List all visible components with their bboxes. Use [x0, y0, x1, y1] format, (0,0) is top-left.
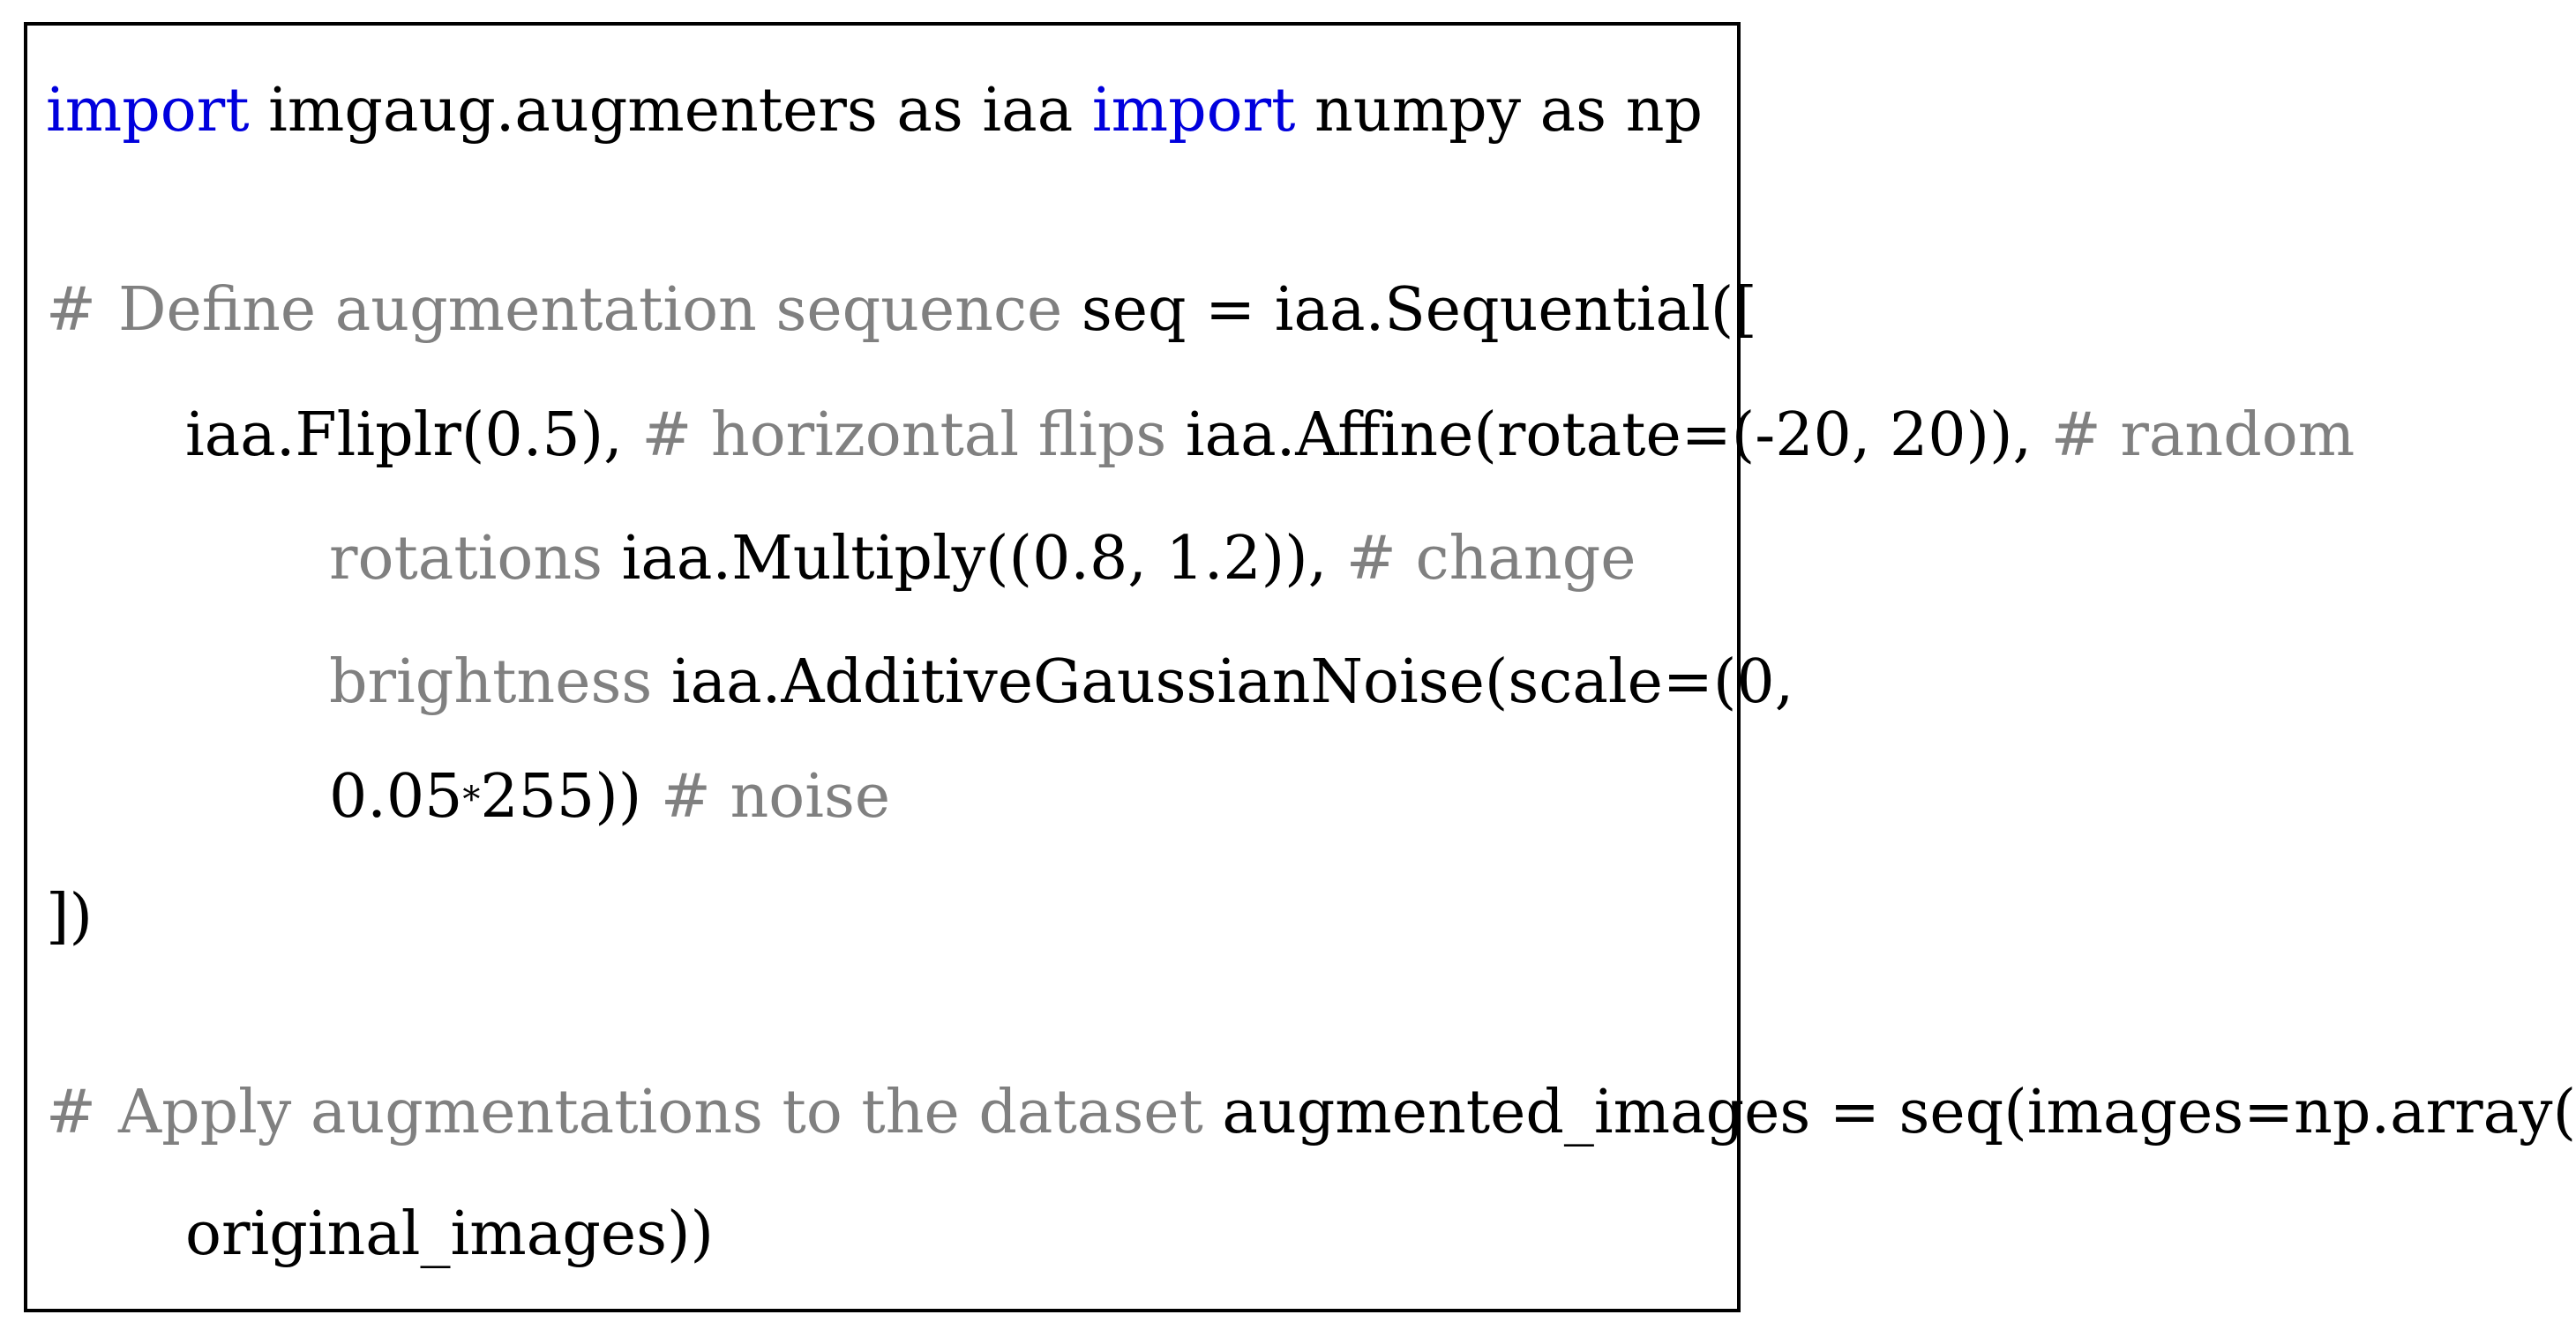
comment-text: brightness	[329, 647, 653, 717]
code-text: numpy as np	[1295, 76, 1704, 146]
code-line-gaussian-noise: brightness iaa.AdditiveGaussianNoise(sca…	[329, 653, 1793, 713]
comment-text: # noise	[660, 762, 891, 832]
code-text: imgaug.augmenters as iaa	[249, 76, 1092, 146]
code-text: 0.05	[329, 762, 463, 832]
code-text: seq = iaa.Sequential([	[1062, 275, 1757, 345]
keyword-import: import	[1091, 76, 1296, 146]
keyword-import: import	[46, 76, 250, 146]
code-frame	[24, 22, 1741, 1312]
comment-text: # change	[1345, 524, 1636, 594]
code-text: iaa.AdditiveGaussianNoise(scale=(0,	[652, 647, 1794, 717]
code-text: iaa.Fliplr(0.5),	[185, 400, 642, 470]
comment-text: Define augmentation sequence	[118, 275, 1063, 345]
code-text: 255))	[480, 762, 661, 832]
comment-text: rotations	[329, 524, 603, 594]
comment-hash: #	[46, 1078, 96, 1147]
comment-hash: #	[46, 275, 96, 345]
code-line-noise-scale: 0.05*255)) # noise	[329, 767, 890, 827]
code-text: augmented_images = seq(images=np.array(	[1202, 1078, 2576, 1147]
code-line-multiply: rotations iaa.Multiply((0.8, 1.2)), # ch…	[329, 529, 1636, 589]
code-text: iaa.Multiply((0.8, 1.2)),	[603, 524, 1346, 594]
code-text: ])	[46, 882, 94, 952]
code-text: iaa.Affine(rotate=(-20, 20)),	[1166, 400, 2051, 470]
code-line-fliplr-affine: iaa.Fliplr(0.5), # horizontal flips iaa.…	[185, 406, 2355, 466]
comment-text: # horizontal flips	[641, 400, 1167, 470]
code-line-apply-augmentations: #Apply augmentations to the dataset augm…	[46, 1083, 2576, 1143]
code-line-define-seq: #Define augmentation sequence seq = iaa.…	[46, 280, 1757, 340]
code-multiply-operator: *	[462, 780, 481, 820]
code-line-imports: import imgaug.augmenters as iaa import n…	[46, 81, 1703, 141]
comment-text: # random	[2050, 400, 2355, 470]
code-line-original-images: original_images))	[185, 1205, 714, 1265]
code-line-close-list: ])	[46, 887, 93, 947]
code-text: original_images))	[185, 1199, 715, 1269]
comment-text: Apply augmentations to the dataset	[118, 1078, 1203, 1147]
